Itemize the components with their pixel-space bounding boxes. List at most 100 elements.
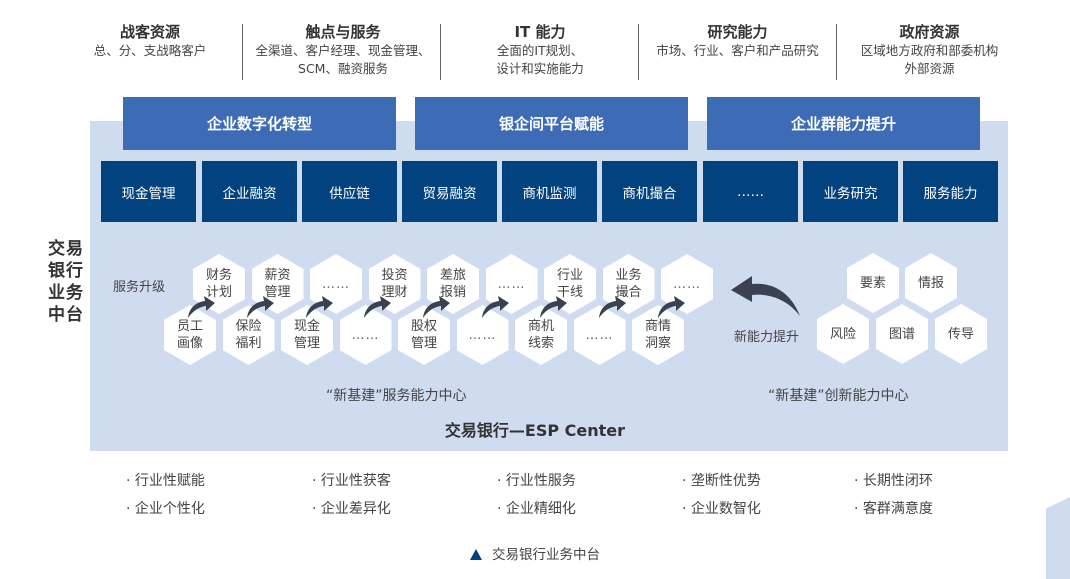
hex-label-line: 管理	[410, 336, 437, 351]
capability-box: 现金管理	[101, 161, 196, 222]
benefit-item: · 企业差异化	[312, 501, 391, 517]
service-upgrade-label: 服务升级	[113, 280, 166, 295]
resource-government: 政府资源 区域地方政府和部委机构 外部资源	[842, 22, 1017, 78]
resource-desc: 市场、行业、客户和产品研究	[656, 43, 819, 58]
resource-desc: 设计和实施能力	[496, 61, 584, 76]
hex-label-line: 股权	[410, 319, 437, 334]
hex-label: 差旅报销	[440, 267, 466, 301]
hex-label: 投资理财	[381, 267, 407, 301]
resource-strategic-clients: 战客资源 总、分、支战略客户	[80, 22, 220, 60]
hex-label: 员工画像	[177, 318, 203, 352]
benefit-item: · 行业性赋能	[126, 473, 205, 489]
pillar-platform-enablement: 银企间平台赋能	[415, 97, 688, 150]
capability-box: 商机监测	[502, 161, 597, 222]
resource-desc: SCM、融资服务	[298, 61, 388, 76]
hex-label-line: ……	[585, 327, 614, 343]
hex-label-line: ……	[351, 327, 380, 343]
hex-label-line: 保险	[235, 319, 262, 334]
benefit-item: · 企业数智化	[682, 501, 761, 517]
benefit-item: · 企业个性化	[126, 501, 205, 517]
hex-label-line: 员工	[176, 319, 203, 334]
benefit-item: · 长期性闭环	[854, 473, 933, 489]
hex-label-line: ……	[322, 276, 350, 292]
side-title: 交易 银行 业务 中台	[48, 238, 84, 326]
hex-label-line: 福利	[235, 336, 262, 351]
innovation-hex: 图谱	[876, 304, 928, 364]
hex-label-line: 财务	[205, 268, 232, 283]
hex-label-line: 业务	[615, 268, 642, 283]
hex-label: 薪资管理	[264, 267, 290, 301]
capability-box: 业务研究	[803, 161, 898, 222]
hex-label: 股权管理	[411, 318, 437, 352]
resource-desc: 外部资源	[904, 61, 955, 76]
hex-label: 行业干线	[557, 267, 583, 301]
hex-label-line: 行业	[556, 268, 583, 283]
resource-title: 研究能力	[707, 23, 768, 41]
innovation-hex: 情报	[905, 253, 957, 313]
resource-title: 政府资源	[899, 23, 960, 41]
hex-label-line: 计划	[205, 285, 232, 300]
capability-box: 商机撮合	[602, 161, 697, 222]
hex-label-line: ……	[673, 276, 701, 292]
hex-label: 业务撮合	[615, 267, 641, 301]
resource-title: 触点与服务	[305, 23, 381, 41]
service-hex: 行业干线	[544, 254, 596, 314]
hex-label: ……	[352, 327, 380, 344]
hex-label-line: 干线	[556, 285, 583, 300]
innovation-center-label: “新基建”创新能力中心	[768, 388, 909, 404]
hex-label-line: 画像	[176, 336, 203, 351]
hex-label-line: 投资	[381, 268, 408, 283]
hex-label: ……	[322, 276, 350, 293]
divider	[242, 24, 243, 80]
hex-label-line: 现金	[293, 319, 320, 334]
figure-caption: 交易银行业务中台	[0, 543, 1070, 563]
pillar-group-capability: 企业群能力提升	[707, 97, 980, 150]
resource-touchpoints: 触点与服务 全渠道、客户经理、现金管理、 SCM、融资服务	[248, 22, 438, 78]
benefit-item: · 行业性服务	[497, 473, 576, 489]
benefit-column: · 行业性服务 · 企业精细化	[497, 467, 576, 523]
hex-label-line: 洞察	[644, 336, 671, 351]
innovation-hex: 传导	[935, 304, 987, 364]
hex-label-line: 报销	[439, 285, 466, 300]
side-title-line: 交易	[48, 239, 84, 259]
capability-box: ……	[703, 161, 798, 222]
side-title-line: 业务	[48, 283, 84, 303]
hex-label-line: 管理	[264, 285, 291, 300]
hex-label: 现金管理	[294, 318, 320, 352]
hex-label: 商机线索	[528, 318, 554, 352]
service-center-label: “新基建”服务能力中心	[326, 388, 467, 404]
resource-desc: 区域地方政府和部委机构	[860, 43, 999, 58]
hex-label-line: 理财	[381, 285, 408, 300]
benefit-column: · 行业性获客 · 企业差异化	[312, 467, 391, 523]
capability-box: 企业融资	[202, 161, 297, 222]
benefit-item: · 垄断性优势	[682, 473, 761, 489]
esp-center-title: 交易银行—ESP Center	[444, 421, 626, 440]
hex-label: 财务计划	[206, 267, 232, 301]
hex-label-line: 管理	[293, 336, 320, 351]
divider	[440, 24, 441, 80]
side-title-line: 银行	[48, 261, 84, 281]
resource-desc: 全渠道、客户经理、现金管理、	[255, 43, 431, 58]
resource-it: IT 能力 全面的IT规划、 设计和实施能力	[450, 22, 630, 78]
hex-label-line: 薪资	[264, 268, 291, 283]
hex-label: ……	[498, 276, 526, 293]
divider	[836, 24, 837, 80]
decorative-corner	[1046, 497, 1070, 579]
capability-box: 供应链	[302, 161, 397, 222]
benefit-item: · 客群满意度	[854, 501, 933, 517]
capability-box: 贸易融资	[402, 161, 497, 222]
hex-label-line: 线索	[527, 336, 554, 351]
hex-label-line: 商情	[644, 319, 671, 334]
pillar-digital-transformation: 企业数字化转型	[123, 97, 396, 150]
resource-title: 战客资源	[119, 23, 180, 41]
innovation-hex: 要素	[847, 253, 899, 313]
triangle-icon	[470, 549, 482, 560]
innovation-hex: 风险	[817, 304, 869, 364]
benefit-column: · 行业性赋能 · 企业个性化	[126, 467, 205, 523]
hex-label-line: 商机	[527, 319, 554, 334]
hex-label: 保险福利	[235, 318, 261, 352]
hex-label-line: 差旅	[439, 268, 466, 283]
hex-label: ……	[586, 327, 614, 344]
side-title-line: 中台	[48, 305, 84, 325]
resource-title: IT 能力	[514, 23, 566, 41]
